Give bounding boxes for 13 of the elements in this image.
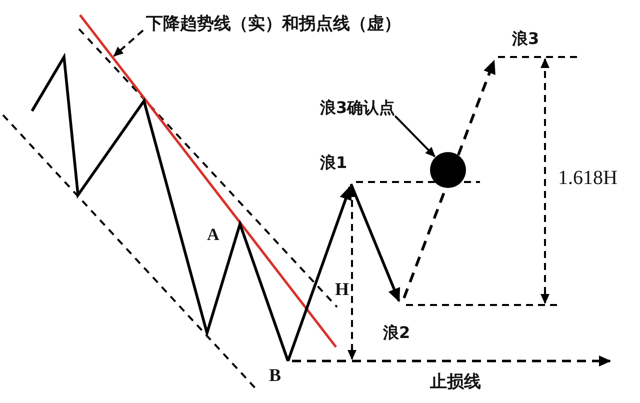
point-label: B [269,366,282,384]
annotation-text: 下降趋势线（实）和拐点线（虚） [146,16,401,33]
leader-arrow [113,30,144,57]
wave-label: 浪1 [320,155,348,171]
leader-arrow [394,115,436,158]
wave-label: 浪2 [383,325,410,341]
annotation-text: 浪3确认点 [320,100,396,116]
line-label: 止损线 [430,374,481,391]
dimension-label: 1.618H [558,168,618,188]
wave-label: 浪3 [512,31,540,47]
confirmation-dot [430,152,466,188]
dimension-label: H [335,280,350,298]
point-label: A [207,226,220,243]
